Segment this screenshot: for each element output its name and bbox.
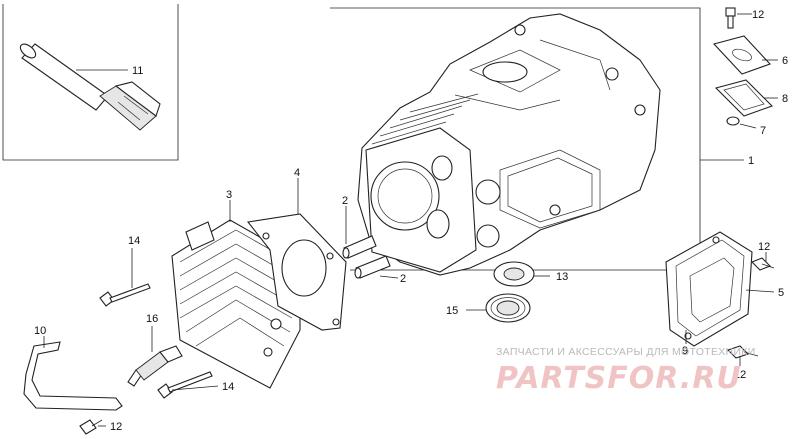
part-13-oil-seal [493, 261, 535, 287]
part-2-dowel-pins [342, 235, 391, 279]
callout-12-top: 12 [752, 9, 764, 21]
callout-2-lower: 2 [400, 273, 406, 285]
part-4-head-gasket [246, 213, 347, 331]
callout-14-lower: 14 [222, 381, 234, 393]
callout-15: 15 [446, 305, 458, 317]
watermark-brand: PARTSFOR.RU [496, 361, 742, 396]
part-11-tool [19, 43, 161, 131]
callout-8: 8 [782, 93, 788, 105]
part-12-bolt-top [725, 7, 736, 29]
part-12-bolt-hook [79, 419, 103, 435]
callout-4: 4 [294, 167, 300, 179]
callout-5: 5 [778, 287, 784, 299]
callout-7: 7 [760, 125, 766, 137]
part-10-lift-hook [23, 341, 123, 411]
callout-16: 16 [146, 313, 158, 325]
part-12-bolt-cover-lower [726, 345, 759, 359]
part-16-spark-plug [127, 345, 183, 387]
callout-10: 10 [34, 325, 46, 337]
part-6-plate [712, 35, 771, 75]
part-1-crankcase [330, 7, 744, 276]
callout-12-cover-upper: 12 [758, 241, 770, 253]
callout-labels: 11 12 6 8 7 1 3 4 2 2 14 13 15 12 5 16 1… [34, 9, 788, 433]
callout-13: 13 [556, 271, 568, 283]
watermark-caption: ЗАПЧАСТИ И АКСЕССУАРЫ ДЛЯ МОТОТЕХНИКИ [496, 346, 756, 358]
part-15-bearing [485, 293, 531, 323]
part-12-bolt-cover-upper [751, 257, 775, 271]
callout-14-upper: 14 [128, 235, 140, 247]
callout-1: 1 [748, 155, 754, 167]
callout-3: 3 [226, 189, 232, 201]
watermark: ЗАПЧАСТИ И АКСЕССУАРЫ ДЛЯ МОТОТЕХНИКИ PA… [496, 346, 756, 396]
part-14-bolt-lower [157, 371, 213, 399]
callout-12-hook: 12 [110, 421, 122, 433]
callout-12-cover-lower: 12 [734, 369, 746, 381]
part-5-side-cover [665, 231, 753, 347]
tool-inset [2, 4, 179, 161]
callout-6: 6 [782, 55, 788, 67]
part-14-bolt-upper [99, 283, 151, 307]
part-7-o-ring [726, 116, 740, 126]
callout-2-upper: 2 [342, 195, 348, 207]
callout-9: 9 [682, 345, 688, 357]
part-8-gasket [714, 79, 774, 117]
callout-11: 11 [132, 65, 143, 77]
